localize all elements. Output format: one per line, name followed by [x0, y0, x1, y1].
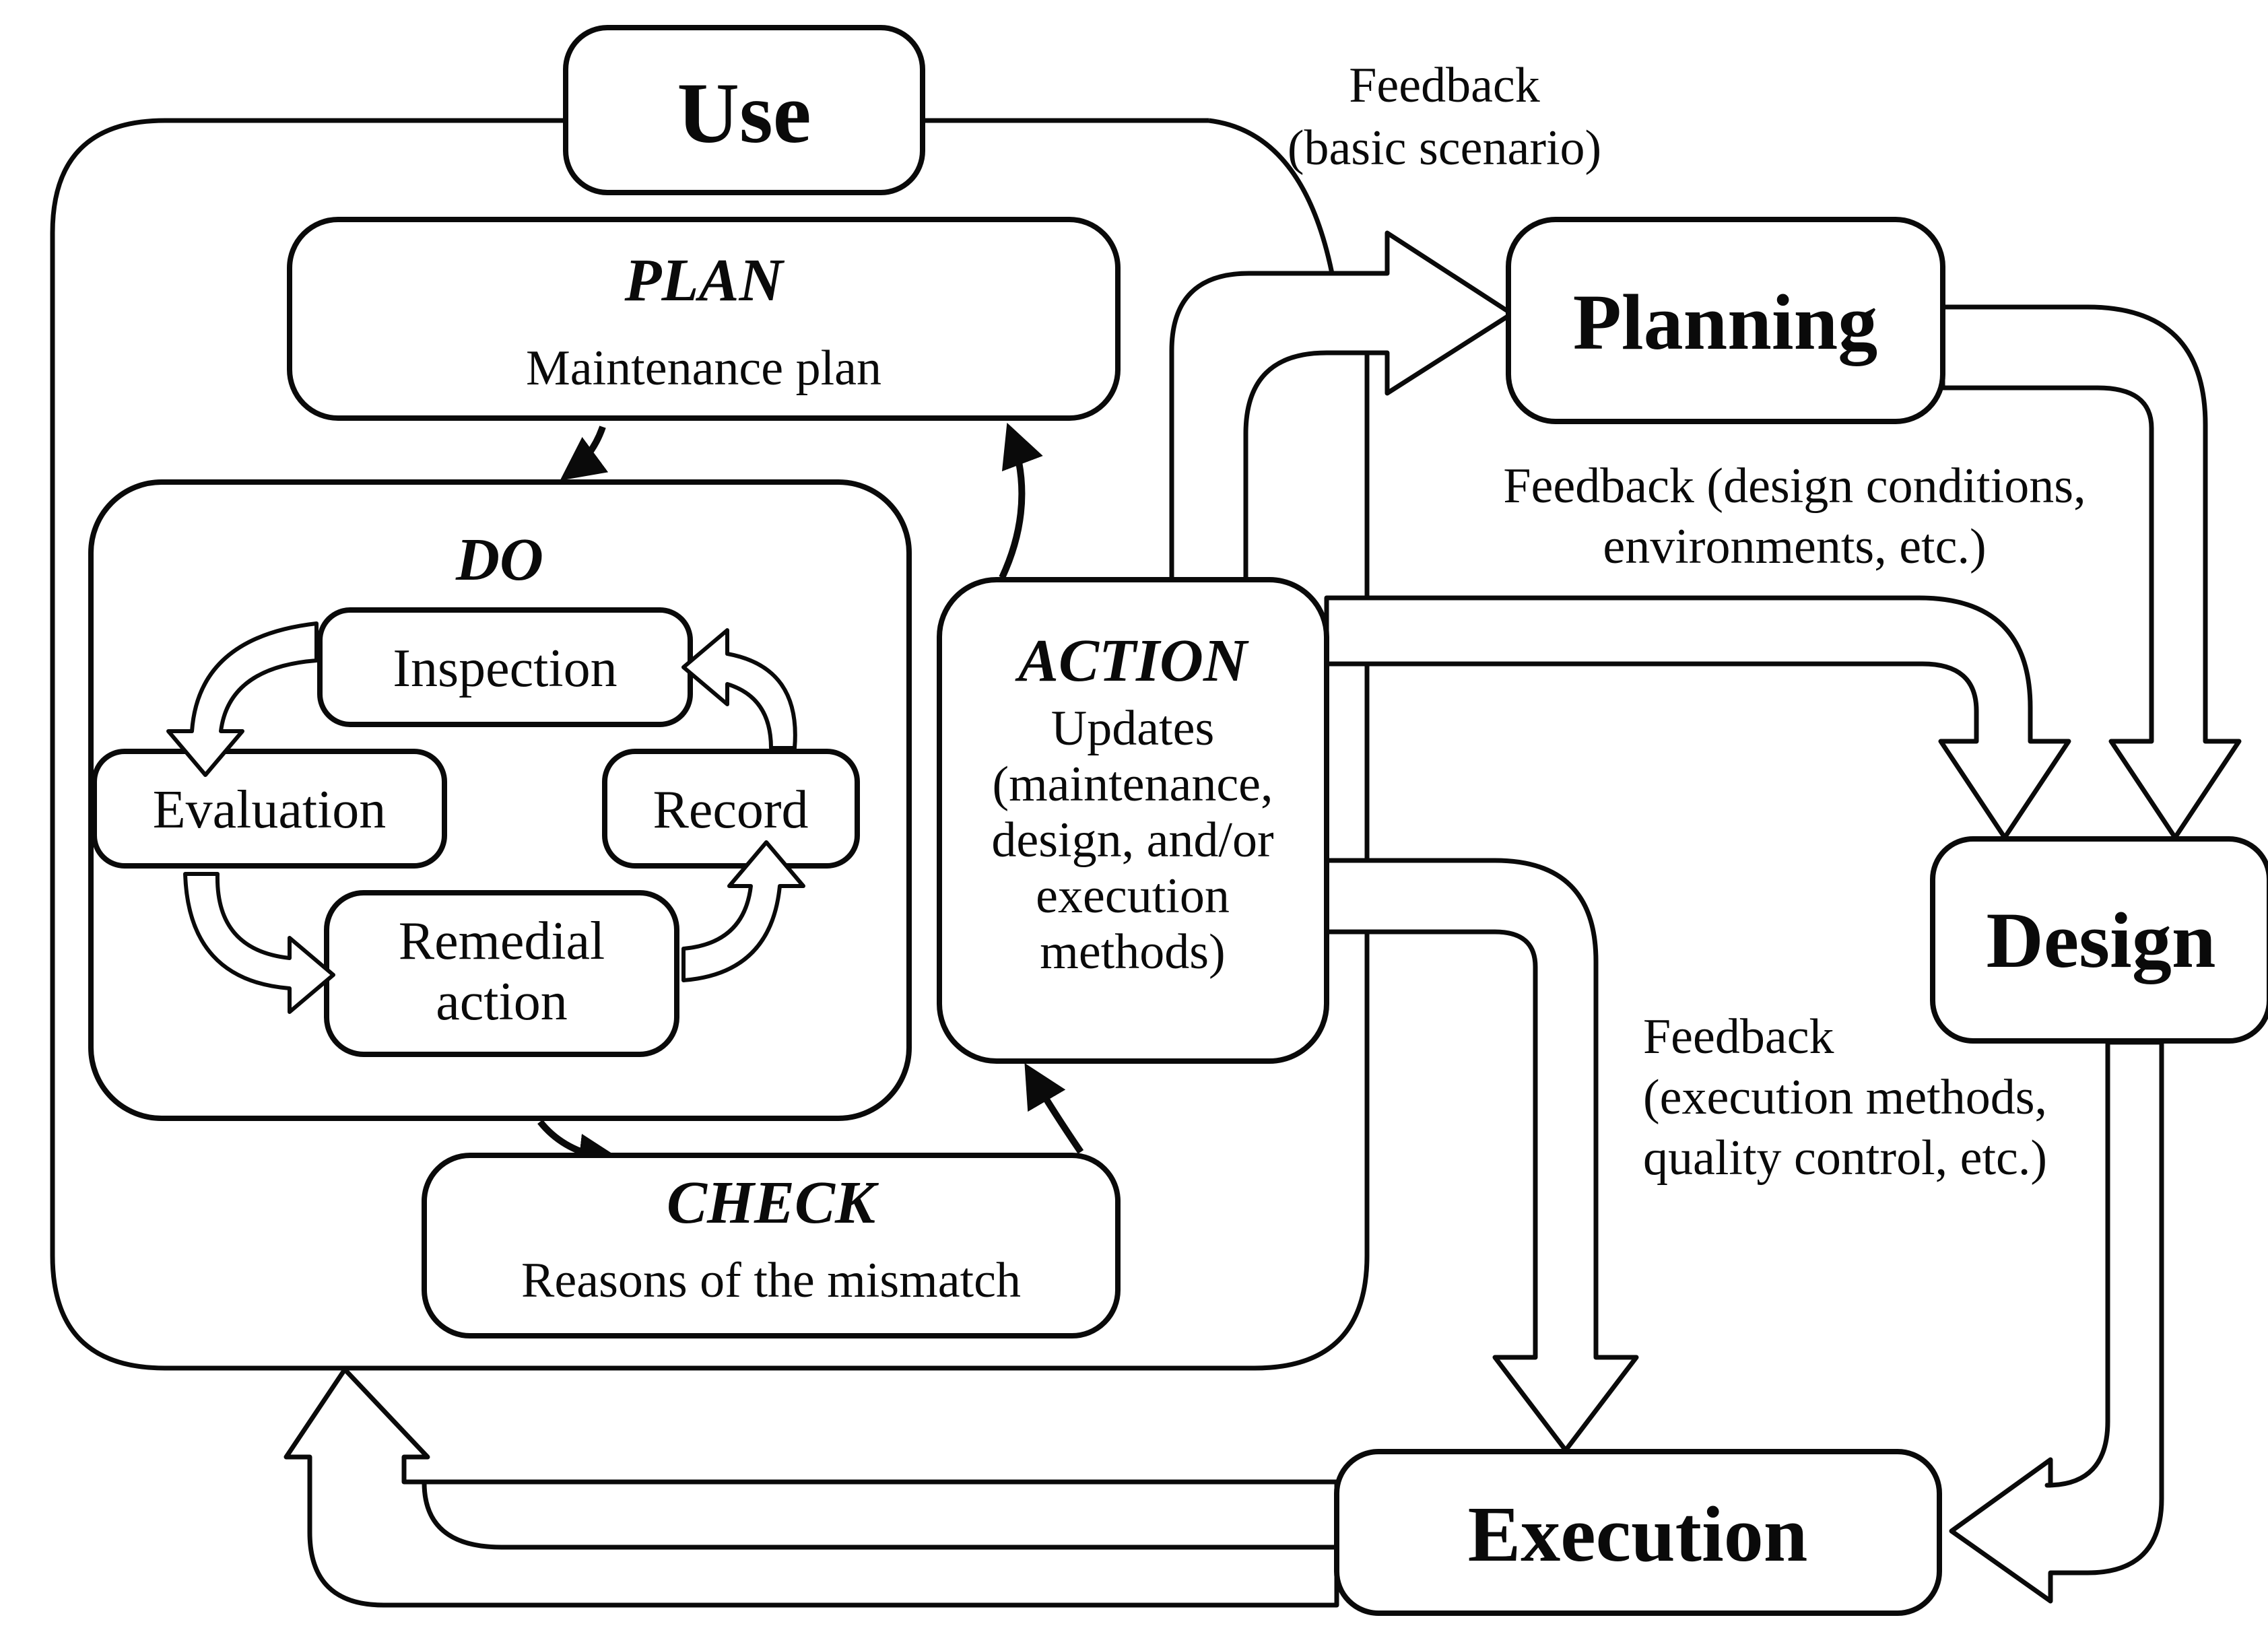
- use-label: Use: [677, 65, 811, 161]
- record-label: Record: [653, 780, 808, 840]
- feedback-basic-line1: Feedback: [1349, 58, 1540, 113]
- plan-title: PLAN: [624, 247, 785, 314]
- arrow-action-to-execution: [1327, 860, 1636, 1450]
- inspection-label: Inspection: [393, 639, 617, 698]
- action-line-1: Updates: [1051, 701, 1215, 756]
- pdca-feedback-diagram: Use PLAN Maintenance plan DO Inspection …: [27, 11, 2268, 1617]
- evaluation-label: Evaluation: [153, 780, 387, 840]
- feedback-design-line2: environments, etc.): [1603, 519, 1986, 574]
- action-line-2: (maintenance,: [992, 757, 1273, 812]
- feedback-execution-line3: quality control, etc.): [1643, 1130, 2047, 1186]
- action-line-5: methods): [1040, 924, 1225, 980]
- plan-subtitle: Maintenance plan: [526, 341, 881, 396]
- check-subtitle: Reasons of the mismatch: [521, 1253, 1021, 1308]
- arrow-execution-return: [286, 1369, 1337, 1605]
- arrow-action-to-planning: [1172, 233, 1512, 580]
- arrow-check-to-action: [1029, 1071, 1081, 1152]
- remedial-label-line2: action: [436, 972, 567, 1031]
- arrow-action-to-design: [1327, 598, 2069, 838]
- action-line-3: design, and/or: [991, 813, 1273, 868]
- arrow-action-to-plan: [1002, 431, 1022, 578]
- design-label: Design: [1987, 896, 2216, 984]
- action-line-4: execution: [1036, 869, 1230, 924]
- feedback-design-line1: Feedback (design conditions,: [1503, 459, 2086, 514]
- feedback-execution-line1: Feedback: [1643, 1009, 1834, 1064]
- diagram-canvas: Use PLAN Maintenance plan DO Inspection …: [27, 11, 2268, 1617]
- planning-label: Planning: [1573, 278, 1878, 366]
- action-title: ACTION: [1015, 628, 1249, 694]
- do-title: DO: [455, 527, 543, 593]
- arrow-plan-to-do: [567, 427, 603, 475]
- feedback-basic-line2: (basic scenario): [1288, 121, 1601, 176]
- check-title: CHECK: [667, 1169, 879, 1236]
- remedial-label-line1: Remedial: [399, 912, 605, 971]
- feedback-execution-line2: (execution methods,: [1643, 1070, 2047, 1125]
- arrow-design-to-execution: [1952, 1042, 2162, 1601]
- execution-label: Execution: [1468, 1490, 1808, 1578]
